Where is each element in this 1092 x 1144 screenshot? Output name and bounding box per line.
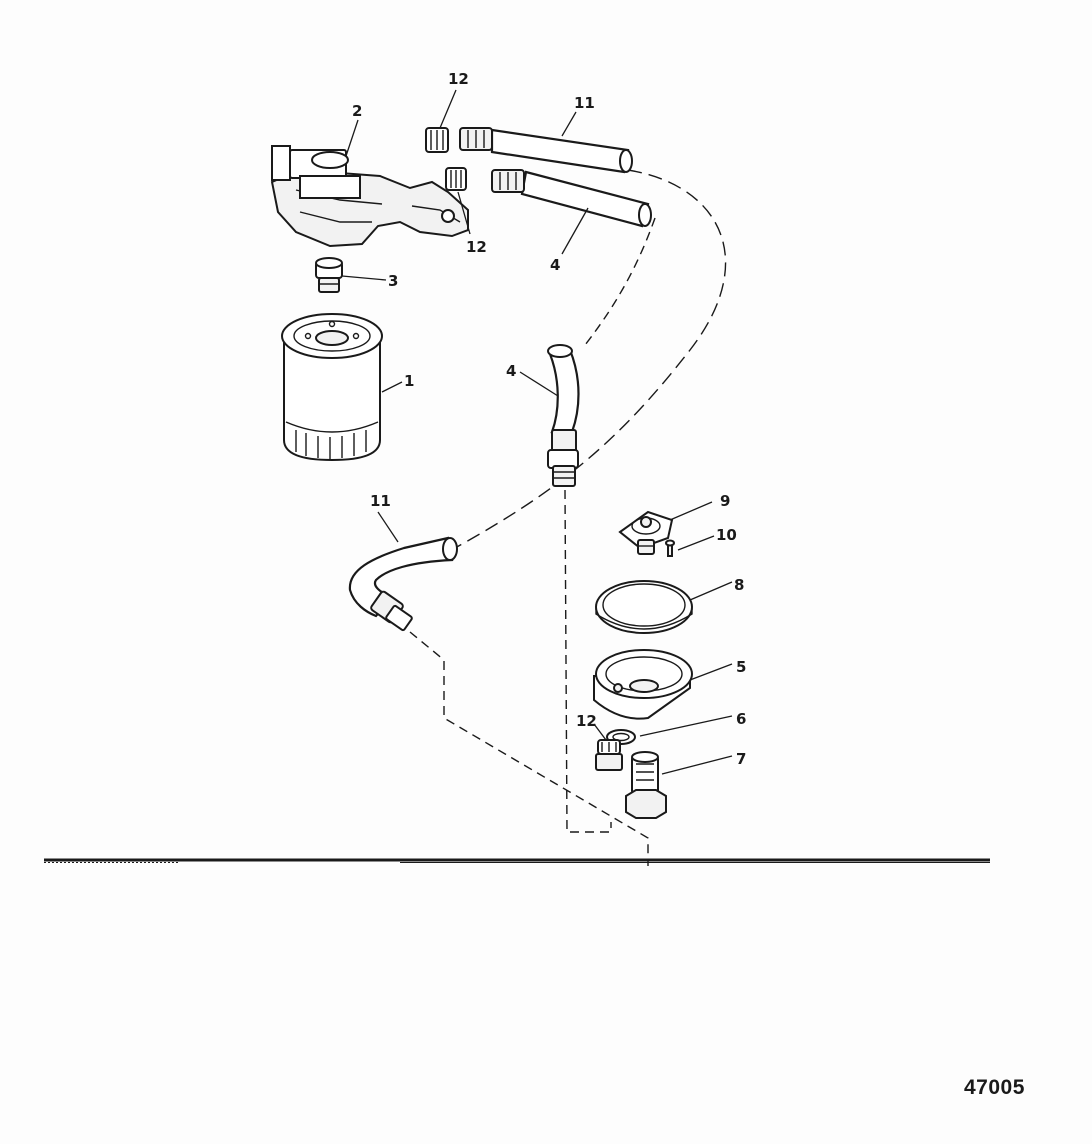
screw — [665, 539, 675, 557]
callout-4-lower: 4 — [506, 362, 516, 380]
oil-hose-11-lower — [348, 536, 458, 632]
callout-11-lower: 11 — [370, 492, 391, 510]
oil-hose-4-lower — [547, 344, 580, 487]
oil-filter — [281, 313, 383, 462]
hose-fitting-top — [425, 127, 449, 153]
seal-ring — [595, 580, 693, 634]
callout-7: 7 — [736, 750, 746, 768]
oil-hose-4-upper — [491, 169, 652, 228]
callout-6: 6 — [736, 710, 746, 728]
figure-number: 47005 — [964, 1076, 1025, 1099]
page-divider — [44, 858, 990, 863]
callout-3: 3 — [388, 272, 398, 290]
callout-12-top: 12 — [448, 70, 469, 88]
callout-5: 5 — [736, 658, 746, 676]
callout-12-bottom: 12 — [576, 712, 597, 730]
adapter-plate — [593, 649, 693, 720]
callout-1: 1 — [404, 372, 414, 390]
adapter-nut — [625, 751, 667, 819]
thermostat-valve — [618, 510, 674, 555]
callout-4-upper: 4 — [550, 256, 560, 274]
filter-adapter-bracket — [270, 145, 469, 248]
hose-routing-lines — [409, 169, 727, 866]
callout-leaders — [341, 89, 733, 775]
hose-fitting-bottom — [595, 739, 623, 771]
callout-2: 2 — [352, 102, 362, 120]
callout-labels: 2 12 11 12 4 3 1 4 11 9 10 8 5 6 12 7 — [352, 70, 746, 768]
oil-hose-11-upper — [459, 127, 633, 174]
callout-12-middle: 12 — [466, 238, 487, 256]
callout-11-upper: 11 — [574, 94, 595, 112]
hose-fitting-middle — [445, 167, 467, 191]
adapter-fitting — [315, 257, 343, 293]
callout-10: 10 — [716, 526, 737, 544]
callout-8: 8 — [734, 576, 744, 594]
callout-9: 9 — [720, 492, 730, 510]
